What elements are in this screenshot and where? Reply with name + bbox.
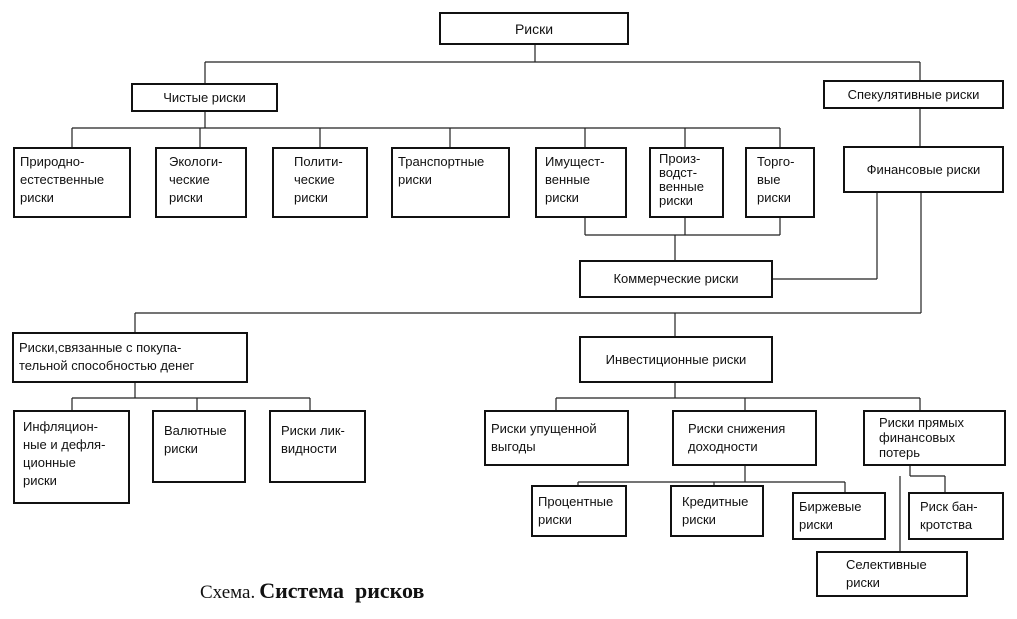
caption-title: Система рисков (259, 578, 425, 603)
node-ecological-risks: Экологи- ческие риски (155, 147, 247, 218)
node-inflation-risks: Инфляцион- ные и дефля- ционные риски (13, 410, 130, 504)
node-speculative-risks: Спекулятивные риски (823, 80, 1004, 109)
caption-lead: Схема. (200, 582, 256, 603)
node-selective-risks: Селективные риски (816, 551, 968, 597)
node-bankruptcy-risk: Риск бан- кротства (908, 492, 1004, 540)
node-currency-risks: Валютные риски (152, 410, 246, 483)
node-credit-risks: Кредитные риски (670, 485, 764, 537)
node-interest-rate-risks: Процентные риски (531, 485, 627, 537)
node-direct-financial-loss-risks: Риски прямых финансовых потерь (863, 410, 1006, 466)
node-transport-risks: Транспортные риски (391, 147, 510, 218)
node-pure-risks: Чистые риски (131, 83, 278, 112)
node-natural-risks: Природно- естественные риски (13, 147, 131, 218)
node-risks: Риски (439, 12, 629, 45)
node-investment-risks: Инвестиционные риски (579, 336, 773, 383)
node-lost-profit-risks: Риски упущенной выгоды (484, 410, 629, 466)
node-property-risks: Имущест- венные риски (535, 147, 627, 218)
node-purchasing-power-risks: Риски,связанные с покупа- тельной способ… (12, 332, 248, 383)
node-financial-risks: Финансовые риски (843, 146, 1004, 193)
node-political-risks: Полити- ческие риски (272, 147, 368, 218)
node-trade-risks: Торго- вые риски (745, 147, 815, 218)
node-exchange-risks: Биржевые риски (792, 492, 886, 540)
node-commercial-risks: Коммерческие риски (579, 260, 773, 298)
figure-caption: Схема. Система рисков (200, 578, 424, 604)
node-production-risks: Произ- водст- венные риски (649, 147, 724, 218)
node-liquidity-risks: Риски лик- видности (269, 410, 366, 483)
node-income-decline-risks: Риски снижения доходности (672, 410, 817, 466)
